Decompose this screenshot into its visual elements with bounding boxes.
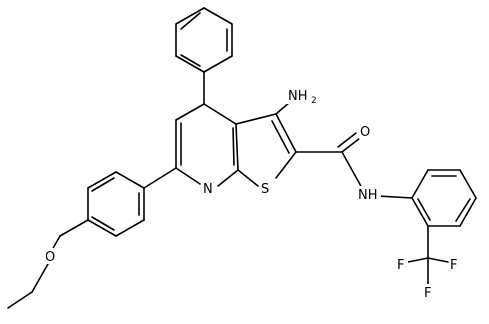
- c6-aryl-bond: [143, 167, 177, 189]
- thiophene-s-label: S: [259, 180, 273, 197]
- bonds: [7, 7, 477, 309]
- f-bottom-text: F: [424, 286, 431, 301]
- carbonyl-bond: [341, 137, 361, 153]
- ring-s-text: S: [261, 182, 269, 197]
- carbonyl-bond-2: [337, 132, 357, 148]
- carbonyl-o-label: O: [360, 125, 370, 140]
- o-link-bond: [51, 235, 61, 251]
- cf3-f-right-bond: [427, 257, 449, 263]
- ring-n-text: N: [203, 182, 213, 197]
- ch2-ch3-bond: [7, 291, 33, 309]
- ether-oxygen-label: O: [44, 248, 58, 265]
- aryl-o-bond: [59, 219, 89, 237]
- top-phenyl-ring: [175, 7, 233, 73]
- ether-o-text: O: [45, 250, 55, 265]
- pyridine-ring: [175, 103, 239, 187]
- carbonyl-oxygen-label: O: [359, 123, 372, 140]
- amino-label: NH: [288, 89, 308, 104]
- o-ch2-bond: [31, 263, 49, 293]
- amide-nh-text: NH: [358, 188, 378, 203]
- atom-labels: NH 2 O NH N S O F F F: [44, 86, 461, 301]
- n-aryl-bond: [377, 195, 413, 199]
- left-aryl-ring: [87, 171, 145, 237]
- right-aryl-ring: [411, 169, 477, 227]
- fluorine-labels: F F F: [396, 256, 461, 301]
- cf3-f-left-bond: [407, 257, 429, 263]
- f-left-text: F: [397, 258, 404, 273]
- amino-subscript: 2: [311, 96, 317, 106]
- thiophene-ring: [235, 113, 297, 187]
- pyridine-n-label: N: [201, 180, 216, 197]
- f-right-text: F: [450, 258, 457, 273]
- amide-n-bond: [341, 151, 363, 189]
- amide-nh-label: NH: [357, 186, 381, 203]
- amino-group-label: NH 2: [285, 86, 319, 106]
